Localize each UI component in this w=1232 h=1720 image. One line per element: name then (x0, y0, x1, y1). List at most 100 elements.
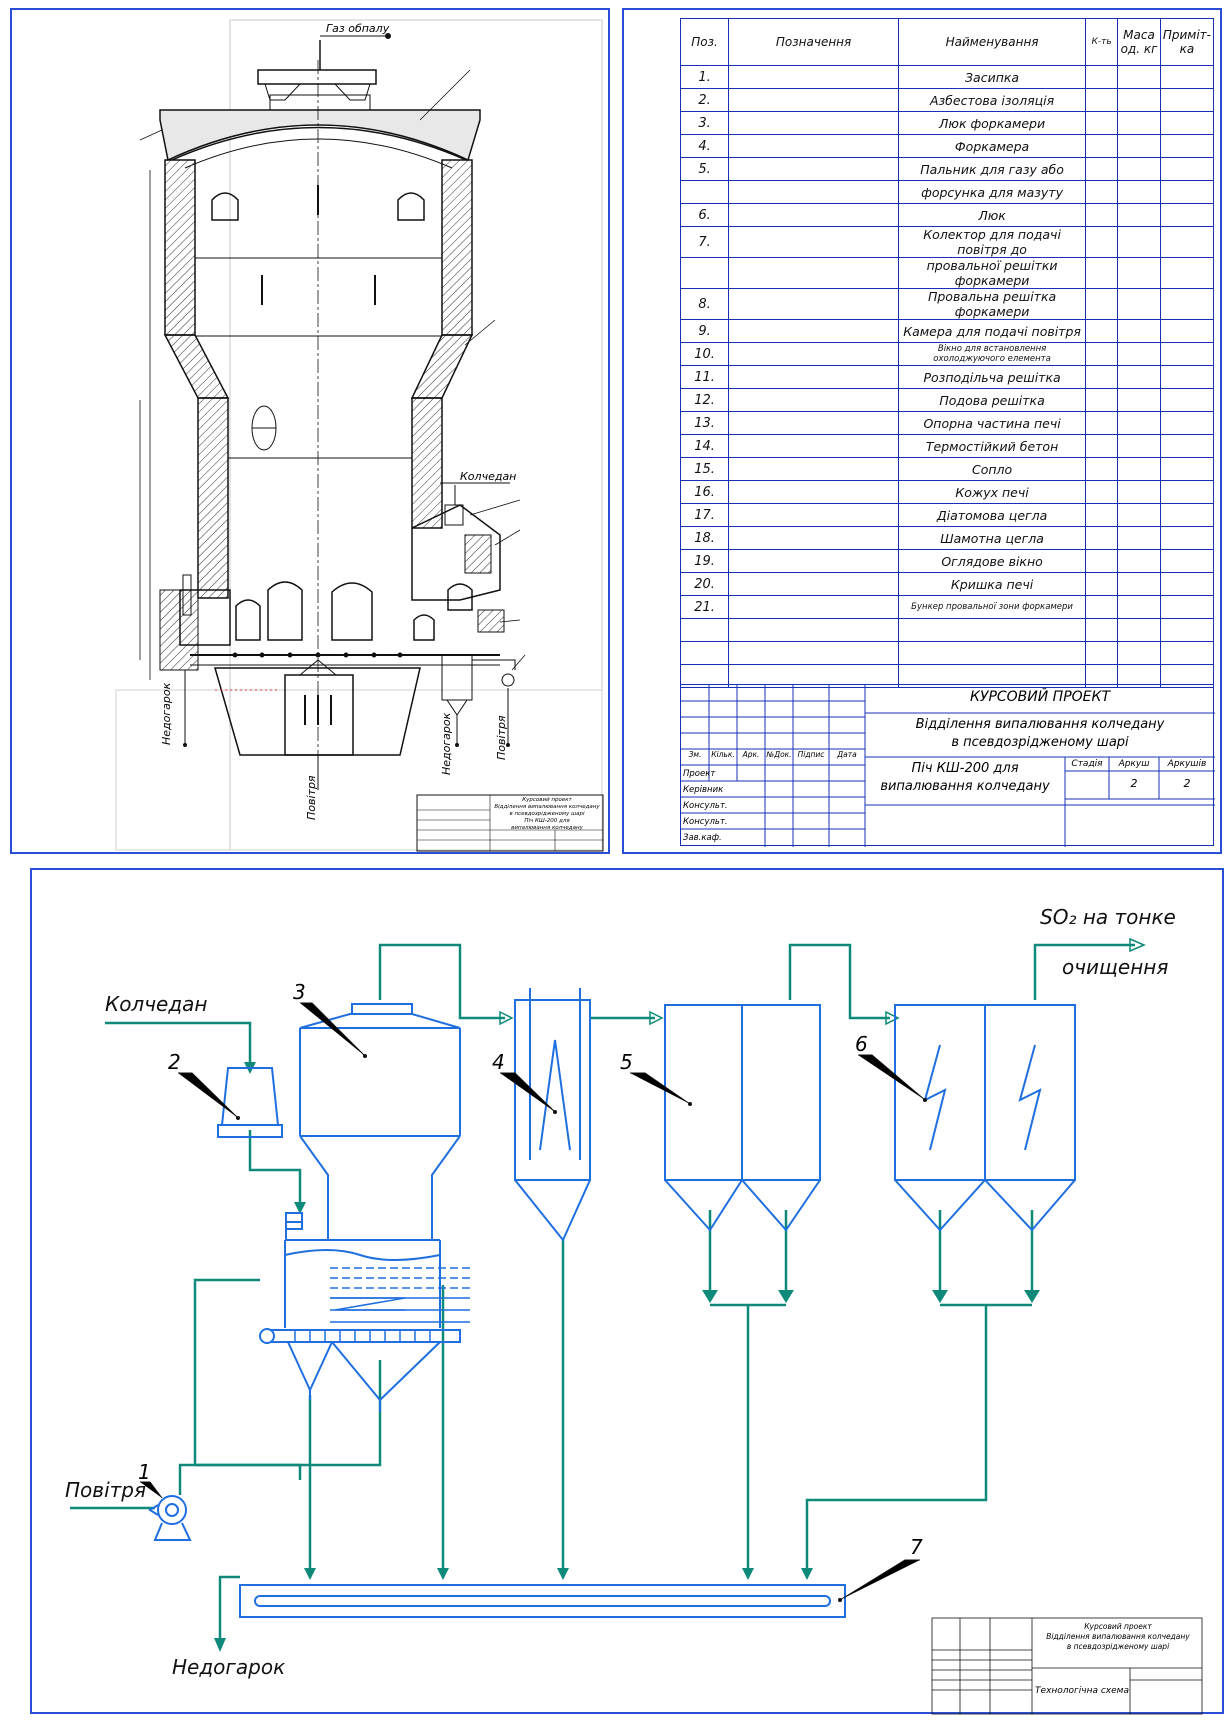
spec-cell-qty (1085, 88, 1119, 112)
air-bottom-label: Повітря (305, 775, 318, 820)
spec-cell-pos: 6. (679, 203, 730, 227)
spec-cell-name: Люк форкамери (898, 111, 1087, 135)
spec-cell-note (1159, 572, 1215, 596)
spec-cell-pos: 1. (679, 65, 730, 89)
spec-cell-mass (1117, 157, 1161, 181)
spec-cell-mass (1117, 111, 1161, 135)
spec-cell-pos (679, 618, 730, 642)
spec-cell-note (1159, 595, 1215, 619)
spec-tb-role-3: Консульт. (683, 817, 728, 827)
spec-tb-col-1: Кільк. (711, 750, 735, 759)
spec-cell-qty (1085, 526, 1119, 550)
spec-cell-pos (679, 641, 730, 665)
spec-cell-qty (1085, 503, 1119, 527)
sheet1-tb-line5: випалювання колчедану (511, 825, 583, 831)
spec-tb-stage: Стадія (1071, 759, 1103, 769)
spec-row: 1. Засипка (679, 65, 1215, 89)
spec-cell-pos: 2. (679, 88, 730, 112)
cinder-left-label: Недогарок (160, 682, 173, 745)
spec-title-block: КУРСОВИЙ ПРОЕКТ Відділення випалювання к… (680, 684, 1215, 847)
spec-cell-qty (1085, 388, 1119, 412)
spec-row: 3.Люк форкамери (679, 111, 1215, 135)
spec-tb-dept2: в псевдозрідженому шарі (951, 735, 1129, 750)
spec-cell-mass (1117, 480, 1161, 504)
equip-number-5: 5 (620, 1050, 633, 1074)
spec-tb-item2: випалювання колчедану (880, 779, 1050, 794)
spec-cell-qty (1085, 257, 1119, 289)
spec-cell-note (1159, 457, 1215, 481)
equip-number-2: 2 (168, 1050, 181, 1074)
spec-cell-mass (1117, 226, 1161, 258)
spec-cell-note (1159, 180, 1215, 204)
spec-row: 6.Люк (679, 203, 1215, 227)
spec-cell-designation (728, 203, 900, 227)
spec-cell-name: Камера для подачі повітря (898, 319, 1087, 343)
equip-number-6: 6 (855, 1032, 868, 1056)
spec-cell-mass (1117, 549, 1161, 573)
spec-tb-role-2: Консульт. (683, 801, 728, 811)
spec-cell-designation (728, 180, 900, 204)
spec-cell-name: Подова решітка (898, 388, 1087, 412)
spec-cell-mass (1117, 180, 1161, 204)
spec-row: 21.Бункер провальної зони форкамери (679, 595, 1215, 619)
spec-cell-mass (1117, 203, 1161, 227)
spec-cell-note (1159, 288, 1215, 320)
spec-cell-mass (1117, 526, 1161, 550)
spec-col-mass: Маса од. кг (1117, 18, 1161, 66)
spec-tb-role-1: Керівник (683, 785, 724, 795)
spec-cell-mass (1117, 319, 1161, 343)
spec-cell-mass (1117, 288, 1161, 320)
spec-row: форсунка для мазуту (679, 180, 1215, 204)
spec-cell-name: Колектор для подачі повітря до (898, 226, 1087, 258)
spec-cell-note (1159, 549, 1215, 573)
spec-cell-qty (1085, 203, 1119, 227)
spec-cell-name: Кришка печі (898, 572, 1087, 596)
spec-cell-designation (728, 434, 900, 458)
spec-row: 7.Колектор для подачі повітря до (679, 226, 1215, 258)
spec-cell-name: Оглядове вікно (898, 549, 1087, 573)
spec-cell-mass (1117, 65, 1161, 89)
spec-cell-pos (679, 257, 730, 289)
spec-tb-col-4: Підпис (797, 750, 825, 759)
spec-cell-pos: 21. (679, 595, 730, 619)
spec-cell-designation (728, 319, 900, 343)
spec-cell-pos: 18. (679, 526, 730, 550)
spec-tb-col-2: Арк. (742, 750, 760, 759)
spec-tb-col-5: Дата (837, 750, 857, 759)
scheme-tb-line2: Відділення випалювання колчедану (1046, 1632, 1190, 1641)
spec-tb-item1: Піч КШ-200 для (911, 761, 1019, 776)
spec-cell-name (898, 641, 1087, 665)
spec-row: 9.Камера для подачі повітря (679, 319, 1215, 343)
sheet1-tb-line1: Курсовий проект (522, 797, 572, 803)
spec-cell-mass (1117, 257, 1161, 289)
spec-row: 12.Подова решітка (679, 388, 1215, 412)
spec-cell-mass (1117, 342, 1161, 366)
spec-cell-name: Засипка (898, 65, 1087, 89)
spec-cell-mass (1117, 88, 1161, 112)
spec-cell-designation (728, 572, 900, 596)
spec-cell-designation (728, 226, 900, 258)
spec-cell-note (1159, 319, 1215, 343)
spec-cell-name: Сопло (898, 457, 1087, 481)
spec-tb-col-3: №Док. (766, 750, 792, 759)
spec-cell-qty (1085, 572, 1119, 596)
scheme-so2-label-2: очищення (1062, 955, 1169, 979)
spec-row: 18. Шамотна цегла (679, 526, 1215, 550)
scheme-cinder-label: Недогарок (172, 1655, 286, 1679)
spec-cell-pos: 15. (679, 457, 730, 481)
spec-cell-designation (728, 549, 900, 573)
spec-cell-note (1159, 342, 1215, 366)
sheet1-tb-line2: Відділення випалювання колчедану (494, 804, 600, 810)
spec-cell-designation (728, 365, 900, 389)
spec-cell-name: Опорна частина печі (898, 411, 1087, 435)
scheme-air-label: Повітря (65, 1478, 146, 1502)
spec-cell-pos: 19. (679, 549, 730, 573)
air-right-label: Повітря (495, 715, 508, 760)
sheet1-tb-line4: Піч КШ-200 для (524, 818, 570, 824)
spec-cell-note (1159, 365, 1215, 389)
spec-cell-note (1159, 411, 1215, 435)
spec-cell-name: Вікно для встановлення охолоджуючого еле… (898, 342, 1087, 366)
spec-cell-name: Шамотна цегла (898, 526, 1087, 550)
spec-tb-sheets-val: 2 (1183, 777, 1191, 790)
